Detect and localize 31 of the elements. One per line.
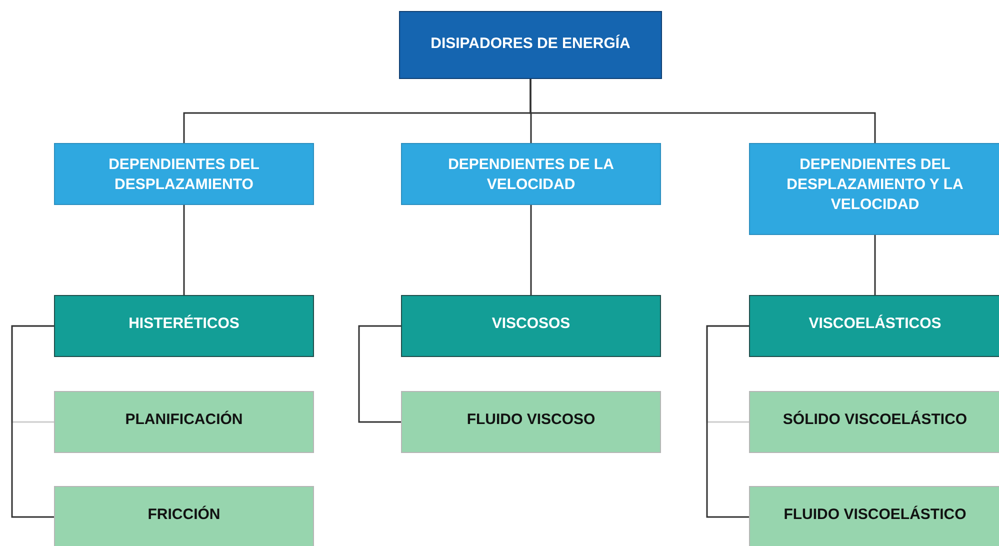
category-box (54, 143, 314, 205)
node-label: SÓLIDO VISCOELÁSTICO (782, 410, 968, 430)
category-box (401, 143, 661, 205)
connector-line (706, 325, 749, 518)
connector-line (358, 325, 401, 423)
node-label: DEPENDIENTES DE LA VELOCIDAD (447, 155, 615, 195)
type-box (54, 295, 314, 357)
node-label: PLANIFICACIÓN (124, 410, 244, 430)
connector-line (183, 205, 185, 295)
subtype-box (54, 486, 314, 546)
node-label: DISIPADORES DE ENERGÍA (430, 34, 632, 54)
type-box (401, 295, 661, 357)
connector-line (11, 325, 54, 518)
connector-line (530, 205, 532, 295)
node-label: HISTERÉTICOS (128, 314, 240, 334)
node-label: VISCOELÁSTICOS (808, 314, 942, 334)
subtype-box (749, 391, 999, 453)
subtype-box (54, 391, 314, 453)
subtype-box (401, 391, 661, 453)
connector-line (874, 235, 876, 295)
node-label: DEPENDIENTES DEL DESPLAZAMIENTO (108, 155, 260, 195)
node-label: DEPENDIENTES DEL DESPLAZAMIENTO Y LA VELOCIDAD (786, 155, 964, 215)
category-box (749, 143, 999, 235)
node-label: FLUIDO VISCOSO (466, 410, 596, 430)
node-label: FLUIDO VISCOELÁSTICO (782, 505, 968, 525)
node-label: VISCOSOS (490, 314, 572, 334)
type-box (749, 295, 999, 357)
connector-line (530, 79, 876, 143)
subtype-box (749, 486, 999, 546)
root-box (399, 11, 662, 79)
node-label: FRICCIÓN (146, 505, 222, 525)
